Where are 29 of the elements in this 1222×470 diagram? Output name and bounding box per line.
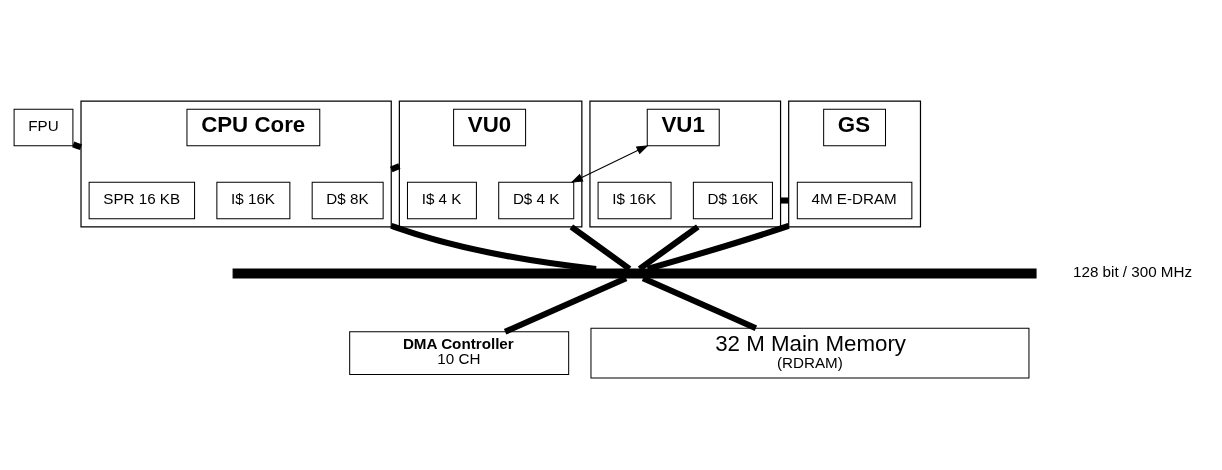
- cluster: [589, 100, 782, 227]
- node-box: D$ 16K: [692, 181, 773, 219]
- node-box: VU0: [453, 108, 527, 146]
- node-box: VU1: [646, 108, 720, 146]
- node-box: FPU: [13, 108, 74, 146]
- node-box: D$ 8K: [311, 181, 384, 219]
- node-box: D$ 4 K: [498, 181, 575, 219]
- connector: [646, 222, 790, 272]
- node-bar: [232, 267, 1037, 279]
- node-box: I$ 16K: [597, 181, 672, 219]
- connector: [641, 275, 758, 331]
- connector: [390, 222, 597, 272]
- node-box: GS: [823, 108, 886, 146]
- node-box: 32 M Main Memory (RDRAM): [590, 327, 1030, 378]
- connector: [780, 197, 789, 204]
- node-box: DMA Controller 10 CH: [349, 330, 570, 375]
- label: 128 bit / 300 MHz: [1073, 262, 1193, 280]
- node-box: CPU Core: [186, 108, 321, 146]
- node-box: I$ 16K: [216, 181, 291, 219]
- cluster: [788, 100, 922, 227]
- connector: [72, 141, 82, 150]
- node-box: SPR 16 KB: [88, 181, 196, 219]
- node-box: 4M E-DRAM: [796, 181, 913, 219]
- connector: [389, 162, 401, 172]
- arrow: [570, 144, 649, 183]
- cluster: [80, 100, 392, 227]
- connector: [503, 275, 628, 335]
- node-box: I$ 4 K: [406, 181, 477, 219]
- connector: [637, 223, 700, 271]
